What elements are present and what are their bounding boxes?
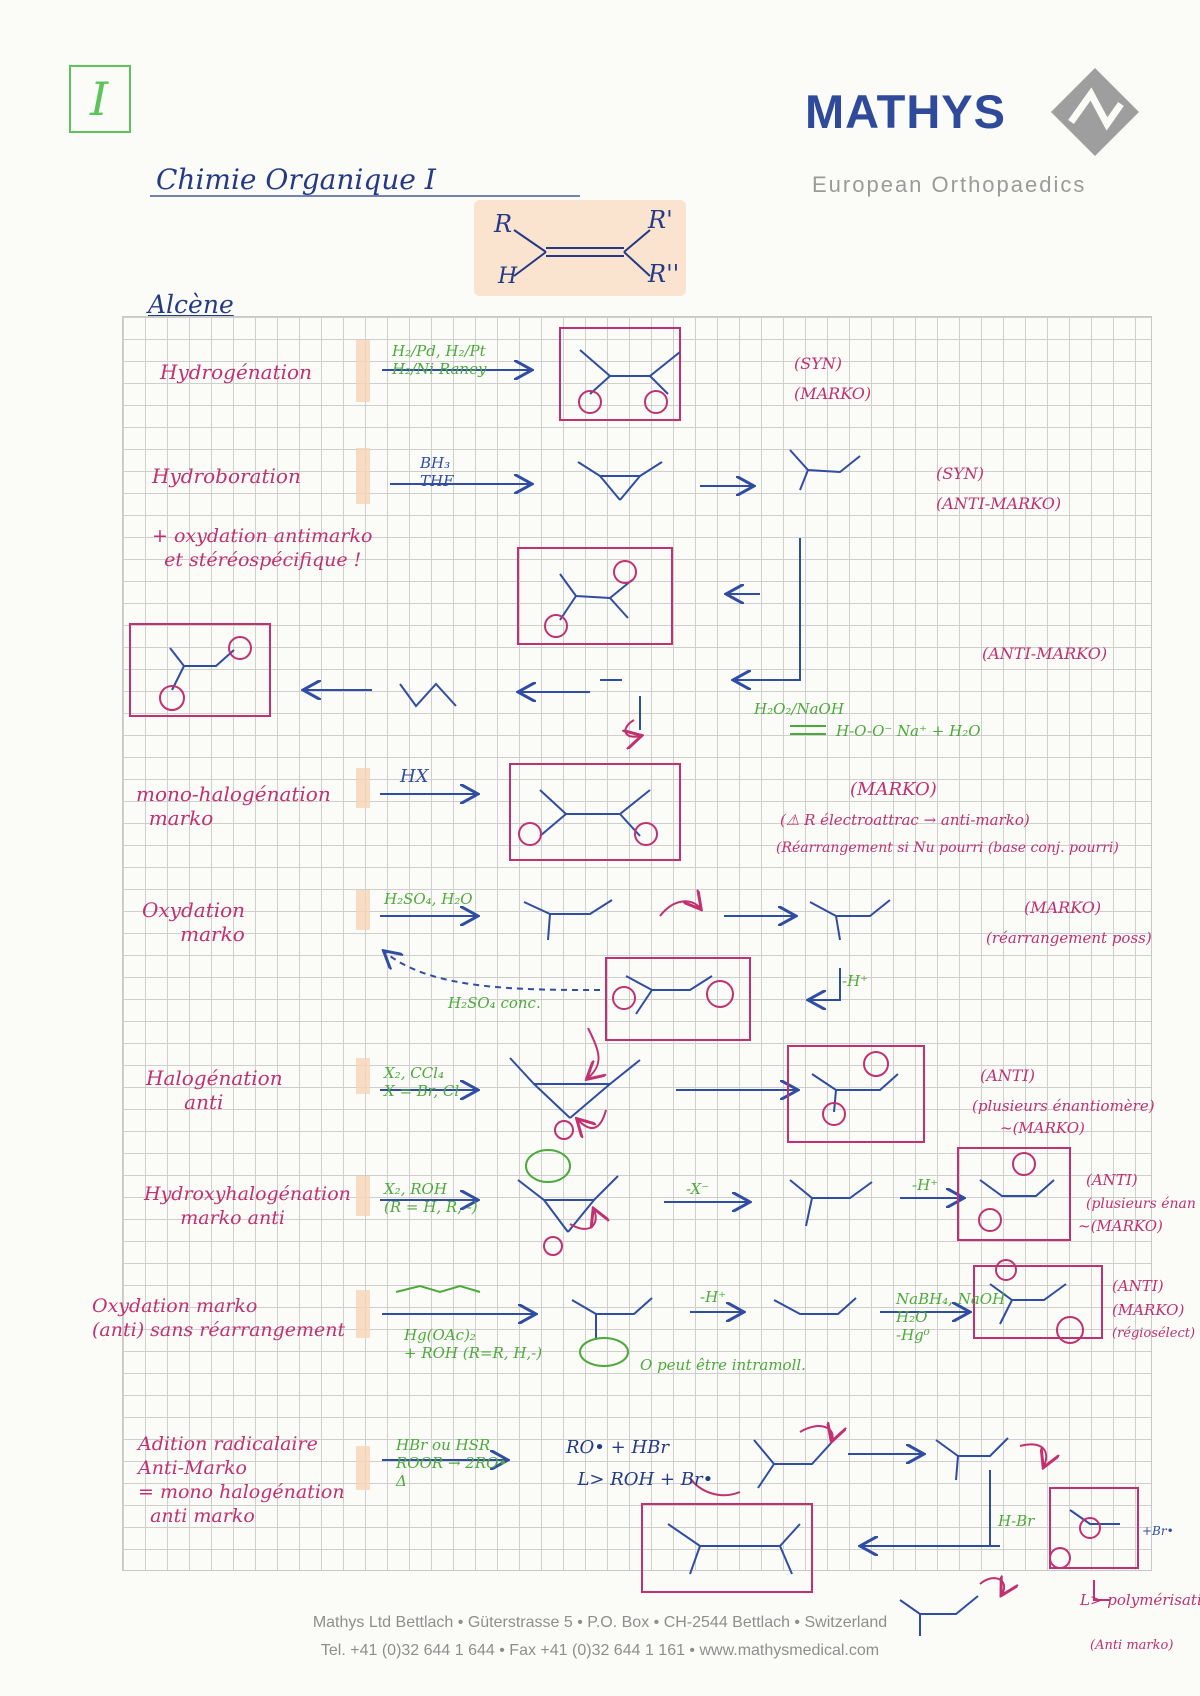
step-minus-h-2: -H⁺: [912, 1176, 939, 1194]
reagent-halogenation: X₂, CCl₄ X = Br, Cl: [384, 1064, 460, 1100]
header-r2: R'': [648, 260, 680, 288]
reaction-name-hydrogenation: Hydrogénation: [160, 360, 312, 384]
step-minus-x: -X⁻: [686, 1180, 710, 1198]
side-product-oxidation: H-O-O⁻ Na⁺ + H₂O: [836, 722, 981, 740]
reagent-hx: HX: [400, 766, 429, 787]
note-halogenation-enantiomers: (plusieurs énantiomère): [972, 1097, 1155, 1115]
reagent-hydrogenation: H₂/Pd, H₂/Pt H₂/Ni Raney: [392, 342, 487, 378]
note-hydroboration-antimarko: (ANTI-MARKO): [936, 494, 1062, 513]
reaction-name-oxymercuration: Oxydation marko (anti) sans réarrangemen…: [92, 1295, 346, 1341]
header-r: R: [494, 210, 513, 238]
note-hydroxyhal-marko: ~(MARKO): [1078, 1217, 1163, 1235]
note-oxydation-marko: (MARKO): [1024, 898, 1102, 917]
note-oxidation-antimarko: (ANTI-MARKO): [982, 644, 1108, 663]
reagent-oxydation-marko: H₂SO₄, H₂O: [384, 890, 473, 908]
reagent-hydroxyhalogenation: X₂, ROH (R = H, R, -): [384, 1180, 478, 1216]
header-h: H: [498, 264, 518, 289]
step-h-br: H-Br: [998, 1512, 1035, 1530]
step-plus-br: +Br•: [1142, 1524, 1174, 1538]
note-radical-polymerisation: L> polymérisation: [1080, 1591, 1200, 1609]
grid-paper: [122, 316, 1152, 1571]
note-hx-warning: (⚠ R électroattrac → anti-marko): [780, 811, 1030, 829]
note-hx-rearrangement: (Réarrangement si Nu pourri (base conj. …: [776, 840, 1119, 856]
header-alkene: R H R' R'': [474, 200, 686, 296]
hydroboration-comment: + oxydation antimarko et stéréospécifiqu…: [152, 525, 373, 571]
reaction-name-radical-addition: Adition radicalaire Anti-Marko = mono ha…: [138, 1433, 345, 1527]
side-reagent-h2so4: H₂SO₄ conc.: [448, 994, 541, 1012]
page-title: Chimie Organique I: [156, 163, 436, 196]
section-heading: Alcène: [148, 290, 234, 319]
page-marker: I: [8, 58, 138, 142]
note-halogenation-marko: ~(MARKO): [1000, 1119, 1085, 1137]
step-minus-h: -H⁺: [842, 972, 869, 990]
brand-logo-icon: [1051, 68, 1139, 156]
note-hydrogenation-marko: (MARKO): [794, 384, 872, 403]
radical-initiation: RO• + HBr L> ROH + Br•: [566, 1437, 714, 1490]
footer-address: Mathys Ltd Bettlach • Güterstrasse 5 • P…: [312, 1614, 888, 1631]
reagent-hydroboration: BH₃ THF: [420, 454, 454, 490]
reagent-oxymercuration: Hg(OAc)₂ + ROH (R=R, H,-): [404, 1326, 543, 1362]
reagent-radical: HBr ou HSR ROOR → 2RO• Δ: [396, 1436, 508, 1490]
reaction-name-hydroboration: Hydroboration: [152, 464, 301, 488]
reaction-name-oxydation-marko: Oxydation marko: [142, 898, 246, 946]
note-hydroxyhal-enantiomers: (plusieurs énan: [1086, 1196, 1196, 1212]
note-halogenation-anti: (ANTI): [980, 1066, 1036, 1085]
note-hydrogenation-syn: (SYN): [794, 354, 843, 373]
page-marker-label: I: [90, 72, 109, 126]
step-minus-h-3: -H⁺: [700, 1288, 727, 1306]
reaction-name-halogenation-anti: Halogénation anti: [146, 1066, 283, 1114]
reaction-name-halogenation-marko: mono-halogénation marko: [136, 782, 331, 830]
header-r1: R': [648, 206, 673, 234]
note-hydroxyhal-anti: (ANTI): [1086, 1171, 1138, 1189]
note-hx-marko: (MARKO): [850, 779, 937, 800]
reagent-oxidation: H₂O₂/NaOH: [754, 700, 844, 718]
note-oxydation-rearrangement: (réarrangement poss): [986, 929, 1152, 947]
note-radical-antimarko: (Anti marko): [1090, 1638, 1174, 1653]
oxymercuration-comment: O peut être intramoll.: [640, 1356, 806, 1374]
note-oxymercuration-regio: (régiosélect): [1112, 1326, 1196, 1341]
footer-contact: Tel. +41 (0)32 644 1 644 • Fax +41 (0)32…: [320, 1642, 880, 1659]
brand-name: MATHYS: [805, 85, 1006, 138]
note-oxymercuration-anti: (ANTI): [1112, 1277, 1164, 1295]
reagent-reduction: NaBH₄, NaOH H₂O -Hg⁰: [896, 1290, 1006, 1344]
note-oxymercuration-marko: (MARKO): [1112, 1301, 1185, 1319]
reaction-name-hydroxyhalogenation: Hydroxyhalogénation marko anti: [144, 1183, 351, 1229]
note-hydroboration-syn: (SYN): [936, 464, 985, 483]
brand-tagline: European Orthopaedics: [812, 172, 1087, 197]
